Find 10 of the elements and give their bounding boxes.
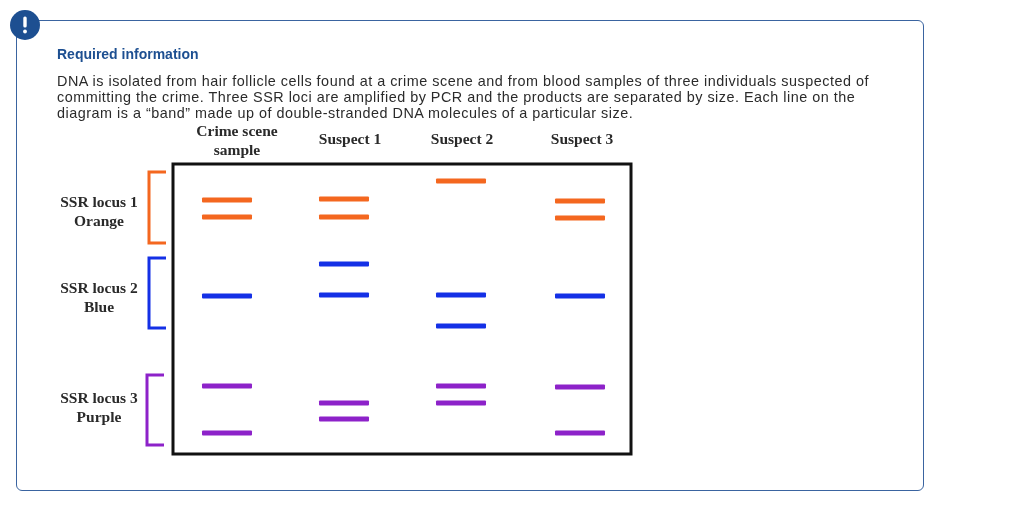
- locus-label: SSR locus 3 Purple: [59, 388, 139, 426]
- heading: Required information: [57, 46, 199, 62]
- info-card: [16, 20, 924, 491]
- lane-label: Crime scene sample: [195, 121, 279, 159]
- lane-label: Suspect 1: [317, 129, 383, 148]
- locus-label: SSR locus 2 Blue: [59, 278, 139, 316]
- locus-label: SSR locus 1 Orange: [59, 192, 139, 230]
- lane-label: Suspect 2: [429, 129, 495, 148]
- lane-label: Suspect 3: [549, 129, 615, 148]
- description-paragraph: DNA is isolated from hair follicle cells found at a crime scene and from blood samples of three individuals suspected of committing the crime. Three SSR loci are amplified by PCR and the products are separated by size. Each line on the diagram is a “band” made up of double-stranded DNA molecules of a particular size.: [57, 73, 870, 121]
